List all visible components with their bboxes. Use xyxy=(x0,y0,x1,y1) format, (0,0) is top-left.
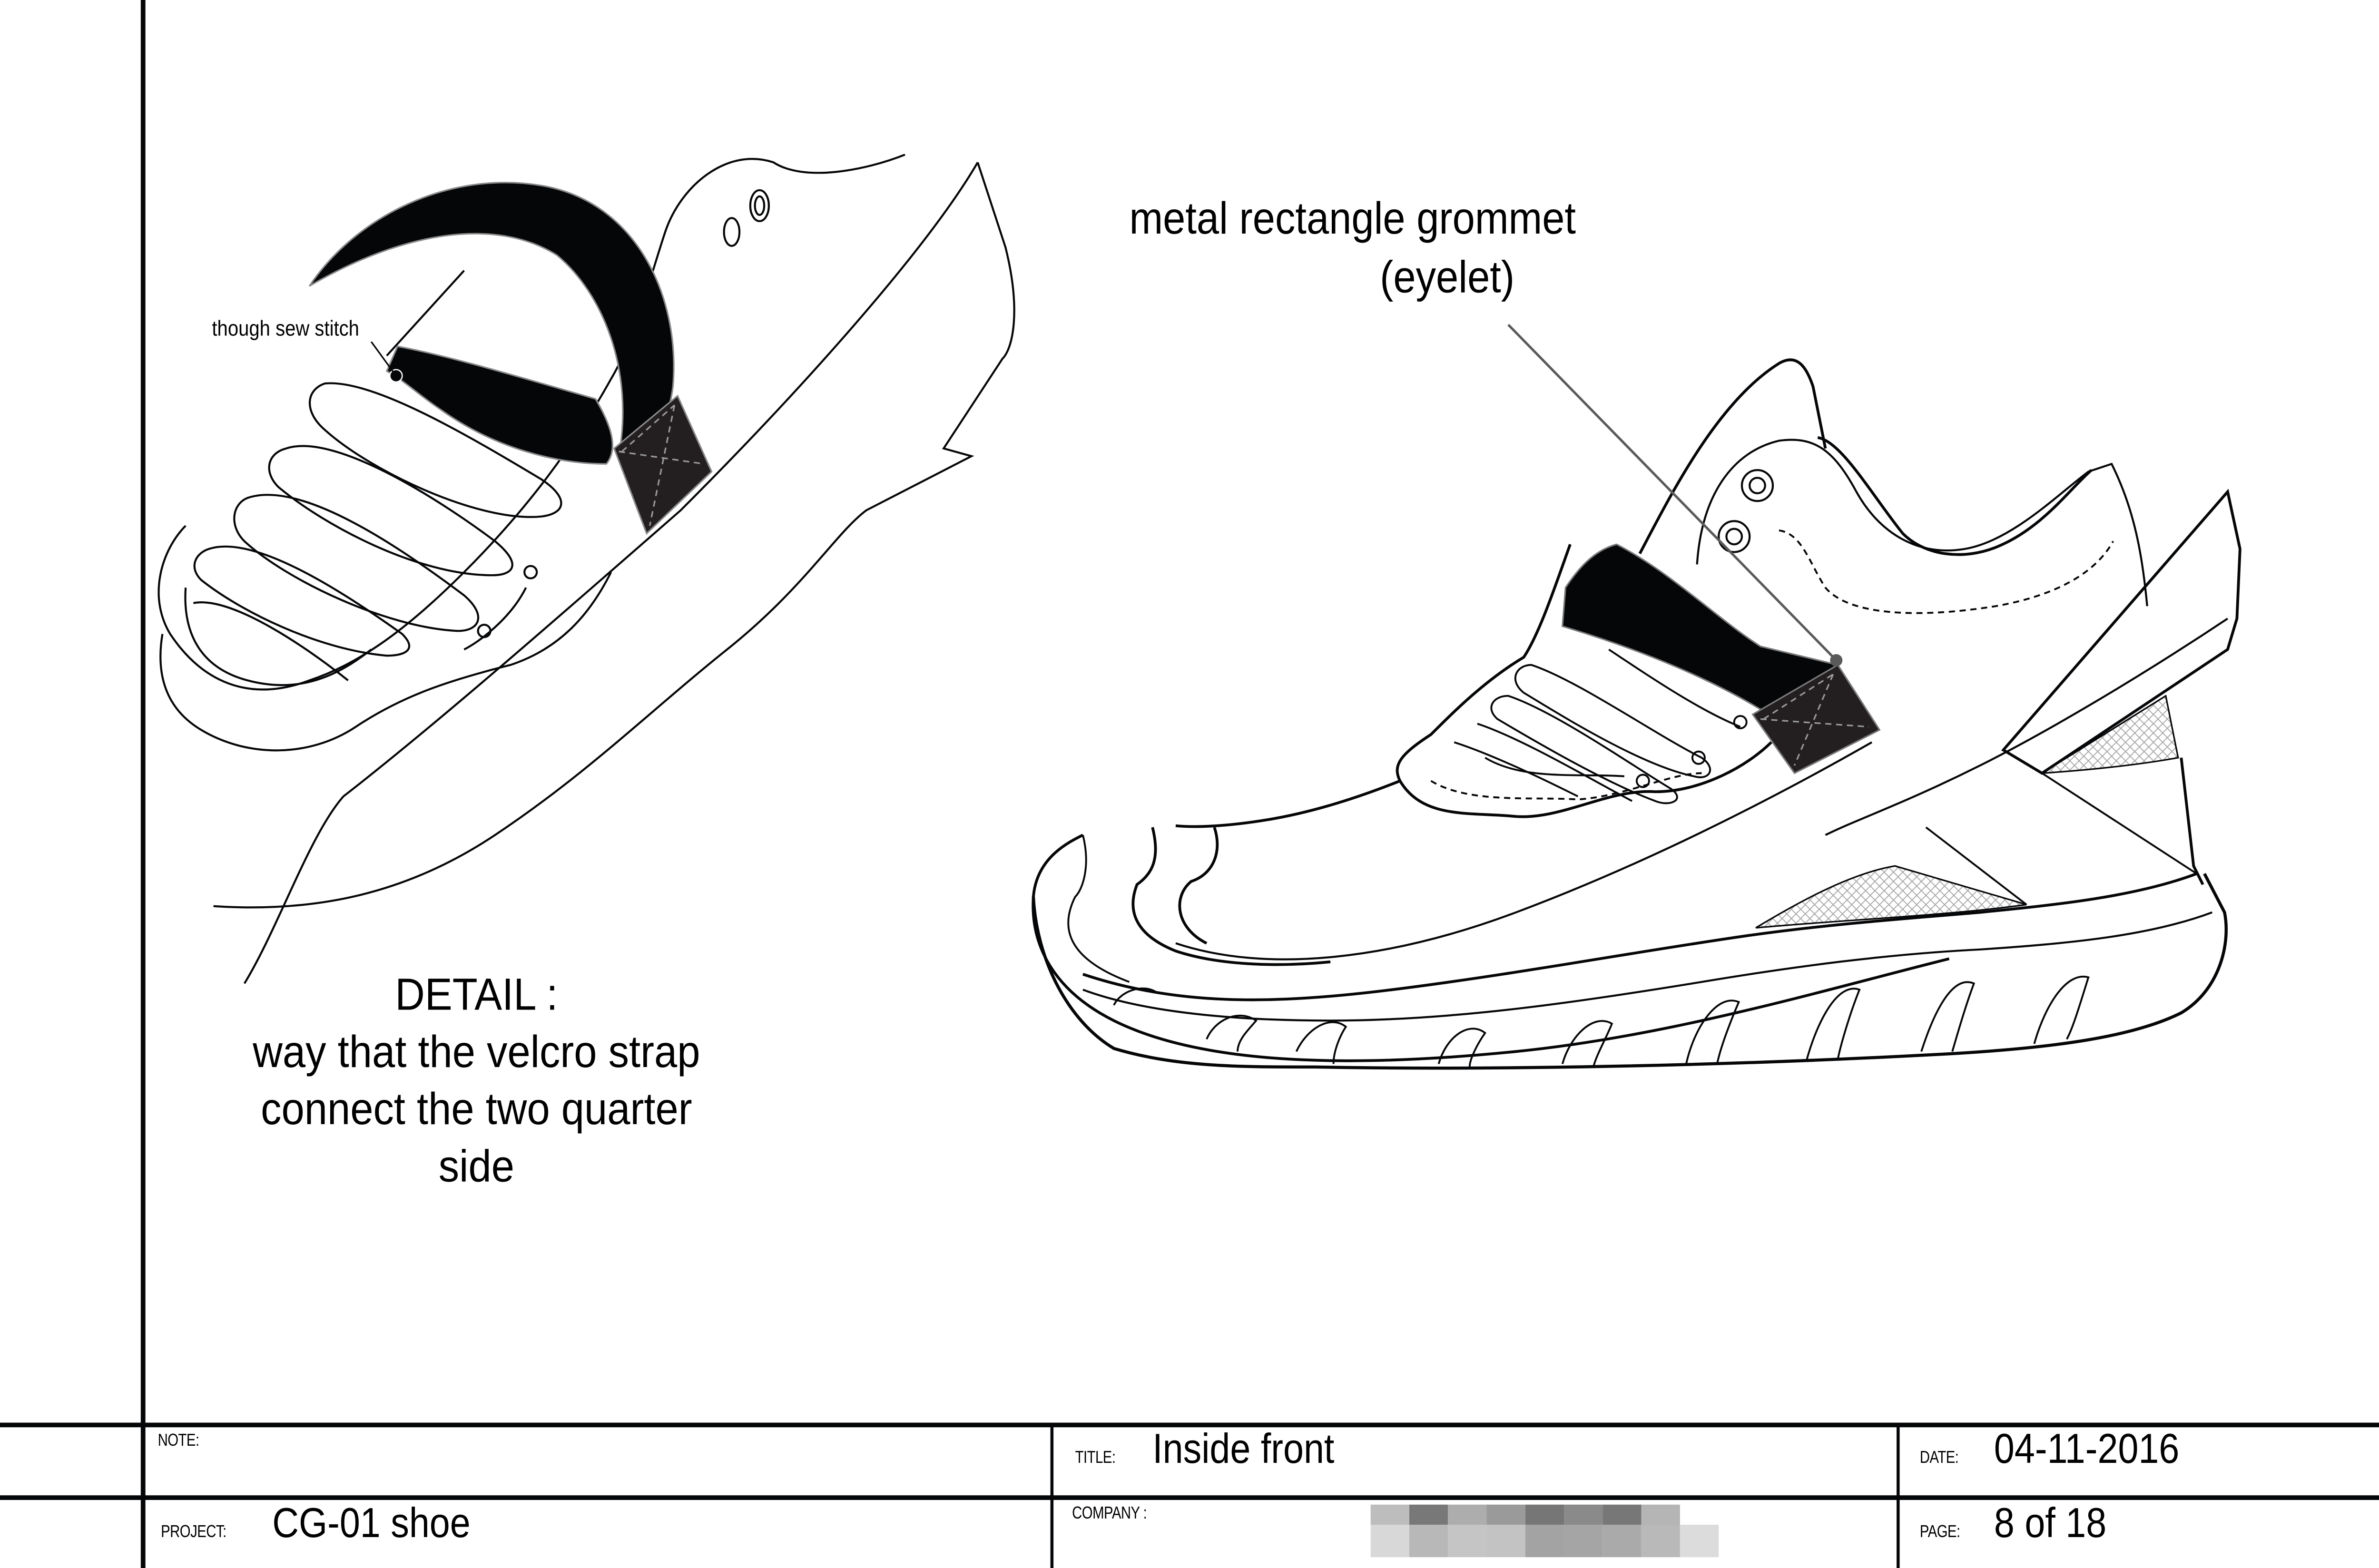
title-field: TITLE: Inside front xyxy=(1075,1426,1359,1474)
sew-stitch-callout: though sew stitch xyxy=(212,315,359,341)
redaction-row-top xyxy=(1370,1504,1719,1525)
title-block-middle-rule xyxy=(0,1495,2379,1500)
shoe-outline xyxy=(1032,358,2241,1070)
velcro-tab xyxy=(1751,664,1881,774)
company-label: COMPANY : xyxy=(1072,1504,1147,1523)
detail-caption: DETAIL : way that the velcro strap conne… xyxy=(206,968,747,1197)
sew-stitch-leader-line xyxy=(370,341,397,376)
title-block-top-rule xyxy=(0,1422,2379,1428)
title-label: TITLE: xyxy=(1075,1449,1116,1468)
page-field: PAGE: 8 of 18 xyxy=(1920,1500,2122,1548)
grommet-leader-line xyxy=(1507,323,1838,661)
title-block-divider-1 xyxy=(1050,1424,1054,1568)
project-field: PROJECT: CG-01 shoe xyxy=(161,1500,497,1548)
detail-velcro-strap-band xyxy=(385,345,613,465)
date-label: DATE: xyxy=(1919,1449,1959,1468)
redaction-row-bottom xyxy=(1370,1524,1719,1558)
detail-caption-line: side xyxy=(438,1143,514,1193)
note-label: NOTE: xyxy=(157,1431,200,1450)
detail-caption-line: way that the velcro strap xyxy=(253,1028,700,1078)
page-label: PAGE: xyxy=(1919,1523,1960,1542)
margin-border-line xyxy=(140,0,146,1568)
grommet-callout-line1: metal rectangle grommet xyxy=(1129,195,1576,245)
company-value-redacted xyxy=(1370,1504,1719,1558)
date-field: DATE: 04-11-2016 xyxy=(1920,1426,2205,1474)
side-mesh-panel xyxy=(1755,865,2027,929)
heel-mesh-panel xyxy=(2041,695,2179,774)
grommet-callout-line2: (eyelet) xyxy=(1380,254,1515,304)
detail-caption-line: connect the two quarter xyxy=(261,1085,692,1135)
detail-caption-title: DETAIL : xyxy=(395,971,558,1021)
project-value: CG-01 shoe xyxy=(272,1499,471,1547)
page-value: 8 of 18 xyxy=(1994,1499,2107,1547)
title-block-divider-2 xyxy=(1897,1424,1900,1568)
note-field: NOTE: xyxy=(158,1432,218,1450)
project-label: PROJECT: xyxy=(161,1523,226,1542)
detail-quarter-outline xyxy=(157,154,1015,984)
date-value: 04-11-2016 xyxy=(1994,1425,2180,1472)
title-value: Inside front xyxy=(1152,1425,1335,1472)
detail-velcro-tab xyxy=(613,394,713,535)
